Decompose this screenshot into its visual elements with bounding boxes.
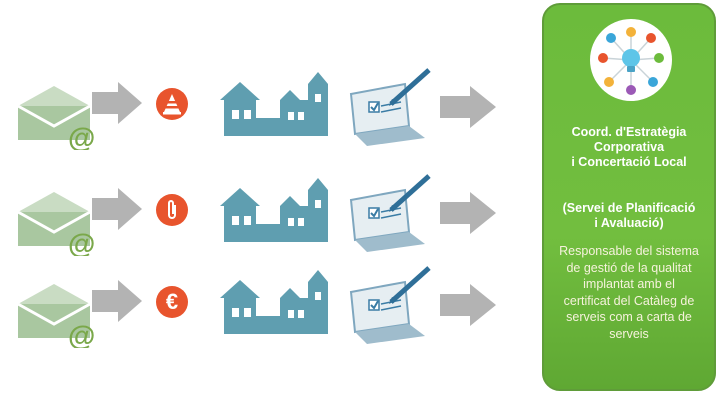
email-icon: @ [17, 86, 94, 150]
panel-subtitle-line: (Servei de Planificació [562, 201, 696, 215]
arrow-icon [92, 188, 142, 230]
email-icon: @ [17, 284, 94, 348]
panel-description-line: implantat amb el [583, 277, 675, 291]
network-lightbulb-icon [590, 19, 672, 101]
arrow-icon [440, 192, 496, 234]
panel-subtitle-line: i Avaluació) [594, 216, 664, 230]
laptop-checklist-icon [349, 68, 431, 146]
euro-glyph: € [165, 289, 179, 314]
arrow-icon [440, 284, 496, 326]
laptop-checklist-icon [349, 266, 431, 344]
town-icon [220, 178, 328, 242]
flow-row-1: @ [0, 68, 500, 150]
responsible-unit-panel: Coord. d'Estratègia Corporativa i Concer… [542, 3, 716, 391]
svg-text:@: @ [68, 122, 94, 150]
traffic-cone-icon [156, 88, 188, 120]
svg-text:@: @ [68, 320, 94, 348]
paperclip-icon [156, 194, 188, 226]
flow-row-2: @ [0, 174, 500, 256]
email-icon: @ [17, 192, 94, 256]
laptop-checklist-icon [349, 174, 431, 252]
arrow-icon [440, 86, 496, 128]
panel-description-line: serveis [609, 326, 649, 341]
flow-row-3: @ € [0, 266, 500, 348]
panel-description-line: Responsable del sistema [559, 244, 699, 258]
panel-title-line: i Concertació Local [571, 155, 687, 169]
euro-icon: € [156, 286, 188, 318]
panel-title-line: Coord. d'Estratègia [571, 125, 687, 139]
arrow-icon [92, 280, 142, 322]
panel-title: Coord. d'Estratègia Corporativa i Concer… [548, 125, 710, 170]
arrow-icon [92, 82, 142, 124]
panel-description: Responsable del sistema de gestió de la … [550, 243, 708, 342]
panel-description-line: serveis com a carta de [566, 310, 692, 324]
panel-title-line: Corporativa [593, 140, 665, 154]
panel-description-line: certificat del Catàleg de [563, 293, 695, 308]
panel-subtitle: (Servei de Planificació i Avaluació) [548, 201, 710, 231]
town-icon [220, 270, 328, 334]
town-icon [220, 72, 328, 136]
svg-text:@: @ [68, 228, 94, 256]
panel-description-line: de gestió de la qualitat [566, 260, 692, 275]
